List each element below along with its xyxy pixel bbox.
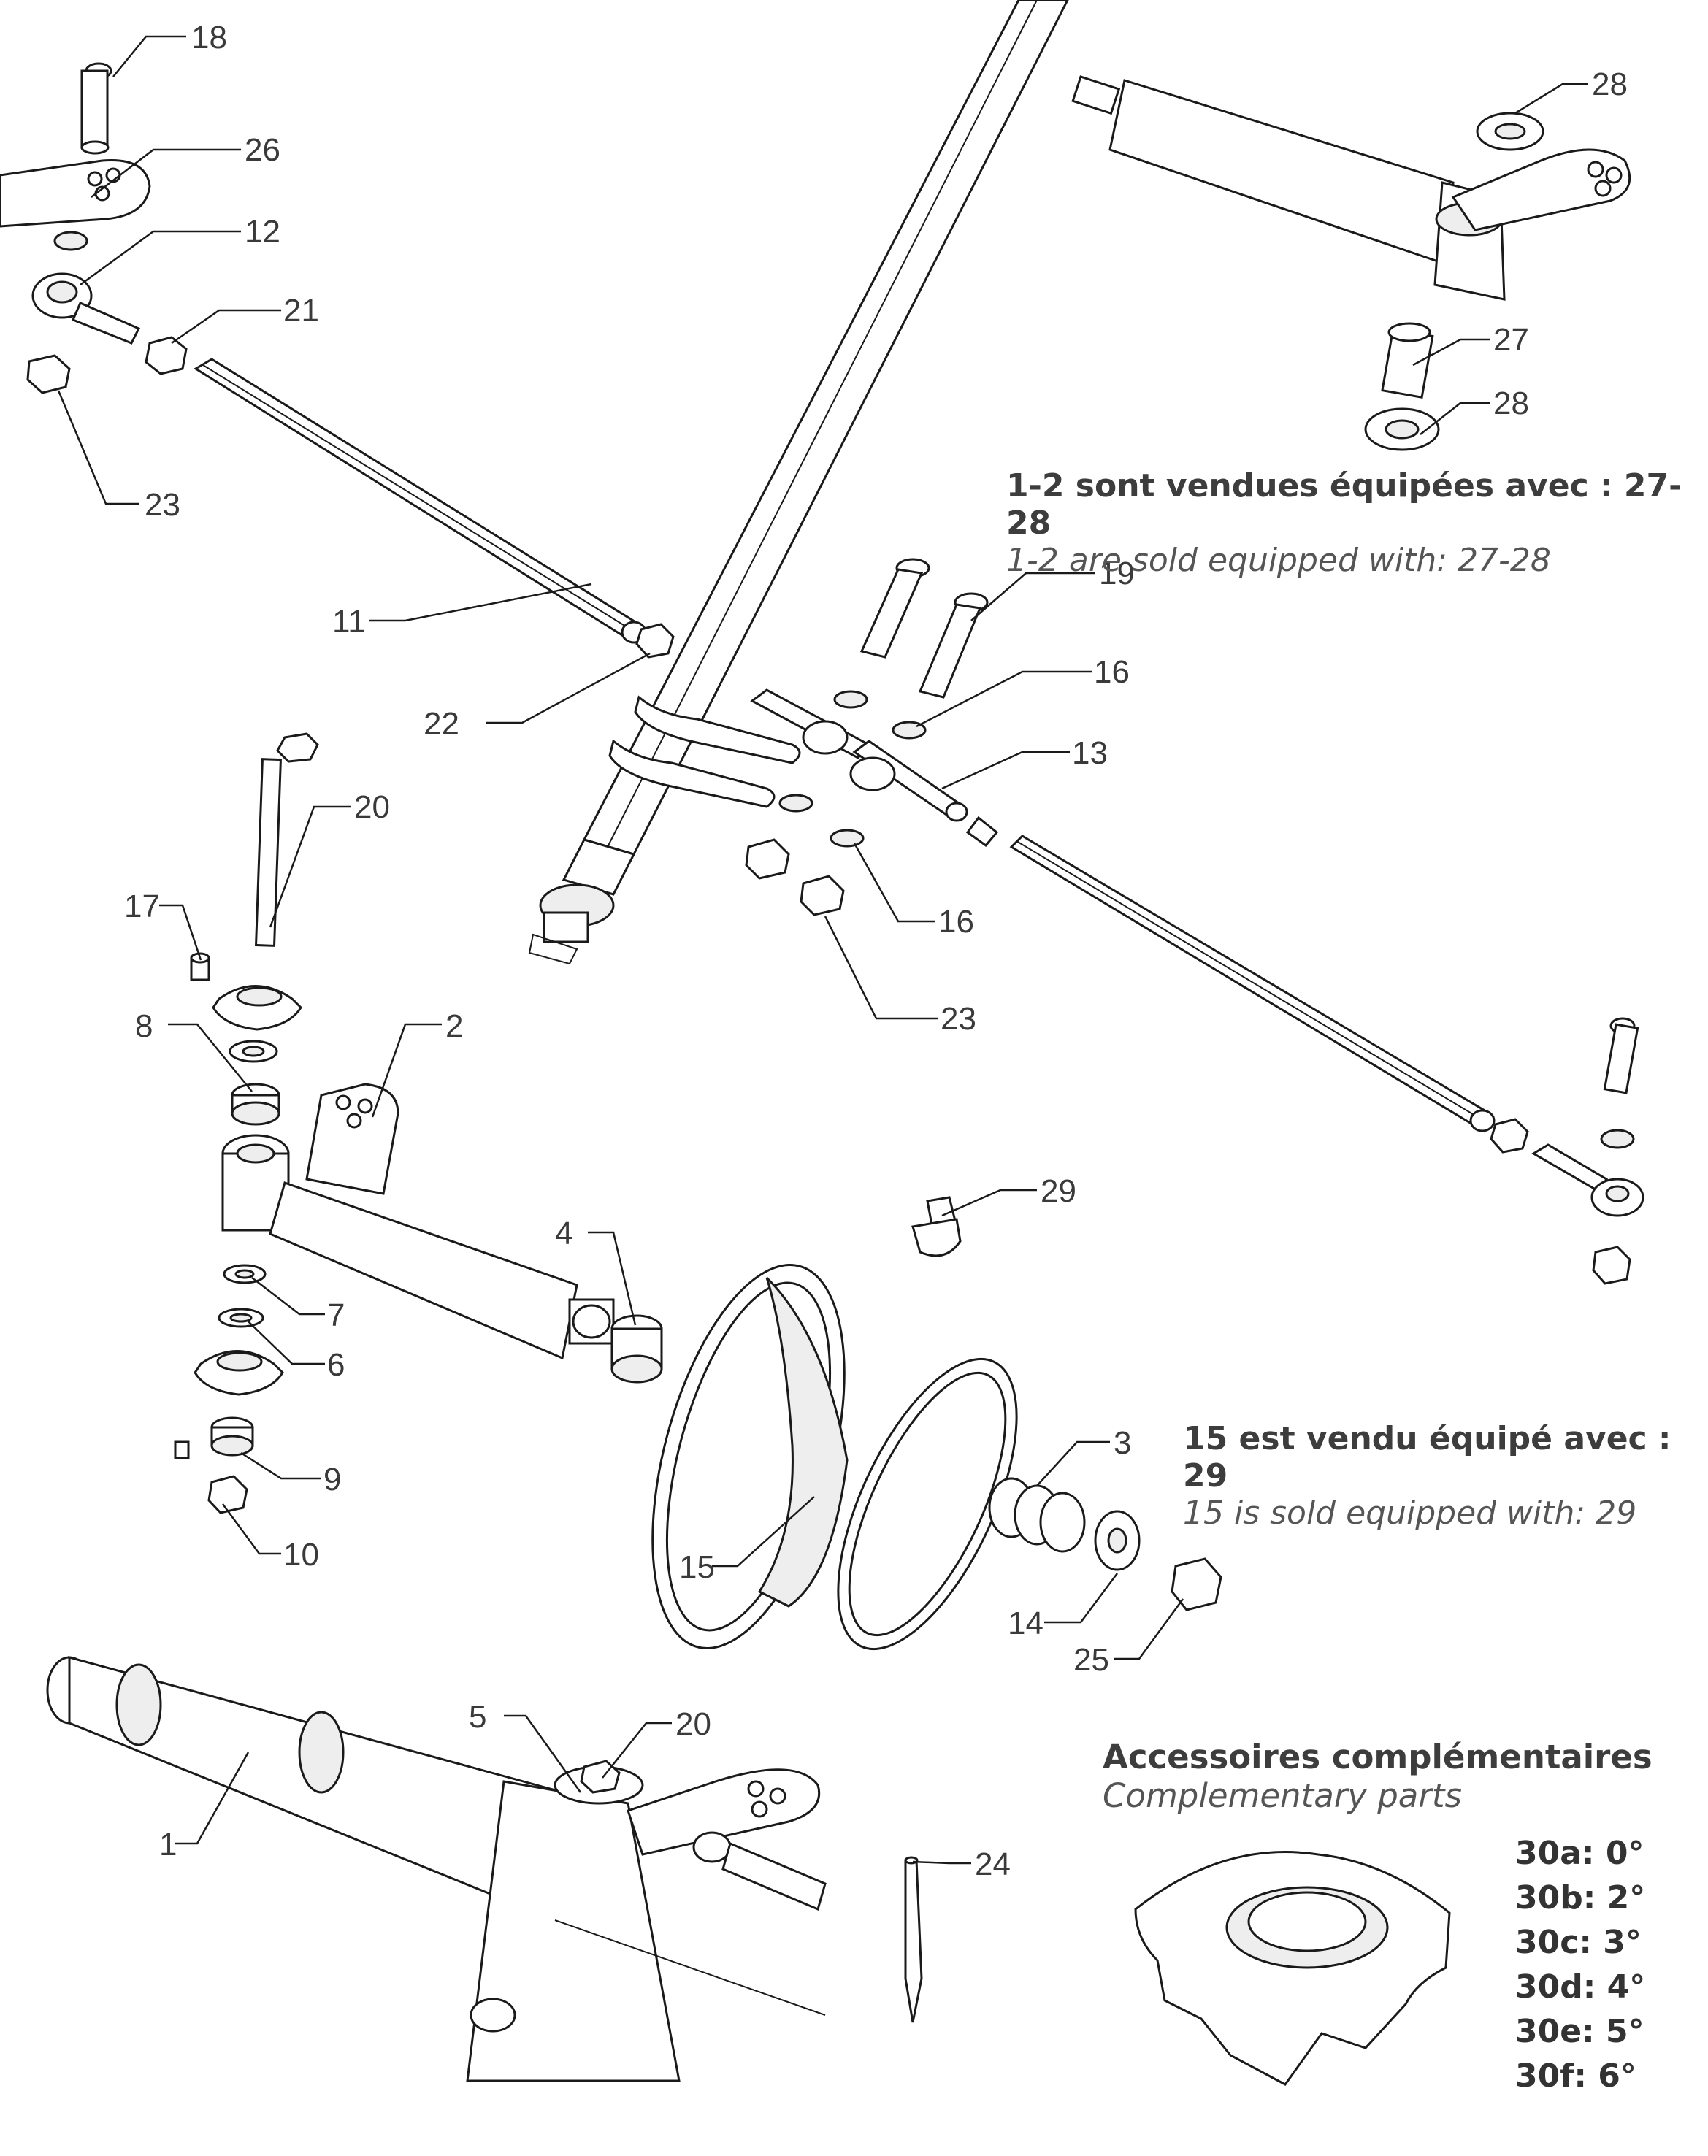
callout-17: 17 (124, 889, 160, 924)
callout-22: 22 (424, 706, 459, 742)
leader-lines (57, 35, 1588, 1865)
bolts-19 (859, 558, 989, 699)
accessories-heading: Accessoires complémentaires Complementar… (1103, 1738, 1653, 1815)
nut-22 (635, 623, 675, 659)
eccentric-30-lower (194, 1350, 284, 1396)
callout-11: 11 (332, 604, 366, 640)
note-wheel-en: 15 is sold equipped with: 29 (1183, 1495, 1637, 1532)
note-steering-fr: 1-2 sont vendues équipées avec : 27-28 (1006, 467, 1682, 542)
rod-end-12 (31, 272, 141, 345)
column-brackets (608, 695, 801, 808)
steering-column (528, 0, 1069, 965)
nut-23-left (26, 354, 71, 394)
callout-3: 3 (1114, 1425, 1131, 1461)
bolt-18 (80, 62, 112, 155)
accessory-item: 30d: 4° (1515, 1968, 1646, 2006)
seal-4 (610, 1314, 663, 1384)
callout-15: 15 (679, 1549, 715, 1585)
callout-25: 25 (1073, 1642, 1109, 1678)
spacer-14 (1094, 1510, 1141, 1571)
tie-rod-11 (194, 358, 647, 644)
eccentric-30-upper (212, 985, 302, 1031)
bushing-9 (174, 1416, 254, 1459)
bearing-28-bottom (1364, 407, 1440, 451)
callout-12: 12 (245, 214, 280, 250)
kingpin-20 (254, 732, 319, 947)
callout-4: 4 (555, 1216, 572, 1251)
washer-7 (223, 1264, 267, 1284)
bearing-28-top (1476, 112, 1544, 151)
nuts-23-middle (745, 838, 845, 916)
callout-16-top: 16 (1094, 654, 1130, 690)
eccentric-30-accessory (1134, 1851, 1451, 2086)
callout-29: 29 (1041, 1173, 1076, 1209)
accessory-item: 30a: 0° (1515, 1835, 1644, 1872)
nut-10 (207, 1475, 248, 1514)
note-steering-en: 1-2 are sold equipped with: 27-28 (1006, 542, 1551, 579)
callout-16-bottom: 16 (938, 904, 974, 940)
callout-20-bottom: 20 (675, 1706, 711, 1742)
callout-28-top: 28 (1592, 66, 1628, 102)
callout-1: 1 (159, 1827, 177, 1862)
note-wheel: 15 est vendu équipé avec : 29 15 is sold… (1183, 1420, 1708, 1532)
accessory-item: 30b: 2° (1515, 1879, 1646, 1917)
washer-upper (229, 1040, 278, 1063)
callout-20-top: 20 (354, 789, 390, 825)
assembled-spindle-1 (46, 1656, 827, 2082)
spindle-top-right (1071, 75, 1631, 301)
accessory-item: 30c: 3° (1515, 1924, 1642, 1961)
note-steering: 1-2 sont vendues équipées avec : 27-28 1… (1006, 467, 1708, 579)
callout-23-middle: 23 (941, 1001, 976, 1037)
callout-5: 5 (469, 1699, 486, 1735)
callout-19: 19 (1099, 556, 1135, 591)
callout-9: 9 (323, 1462, 341, 1497)
grub-screw-17 (190, 952, 210, 981)
callout-24: 24 (975, 1846, 1011, 1882)
accessories-title-fr: Accessoires complémentaires (1103, 1738, 1653, 1776)
bushing-8 (231, 1083, 280, 1126)
callout-10: 10 (283, 1537, 319, 1573)
stub-axle-2 (221, 1083, 615, 1360)
callout-23-left: 23 (145, 487, 180, 523)
washer-6 (218, 1308, 264, 1328)
accessory-item: 30f: 6° (1515, 2057, 1636, 2095)
callout-numbers: 18 26 12 21 23 11 22 28 27 28 19 16 13 1… (124, 20, 1628, 1882)
tie-rod-right (965, 816, 1644, 1285)
pin-24 (904, 1856, 923, 2023)
callout-28-bottom: 28 (1493, 385, 1529, 421)
accessories-list: 30a: 0° 30b: 2° 30c: 3° 30d: 4° 30e: 5° … (1515, 1831, 1645, 2098)
callout-2: 2 (445, 1008, 463, 1044)
callout-13: 13 (1072, 735, 1108, 771)
callout-8: 8 (135, 1008, 153, 1044)
nut-25 (1171, 1557, 1222, 1611)
accessories-title-en: Complementary parts (1103, 1776, 1462, 1815)
callout-21: 21 (283, 293, 319, 329)
seals-3 (988, 1477, 1086, 1553)
valve-29 (911, 1196, 962, 1257)
callout-26: 26 (245, 132, 280, 168)
rim-15 (651, 1264, 1018, 1651)
arm-plate-26 (0, 158, 151, 251)
rod-ends-13 (750, 688, 968, 822)
callout-27: 27 (1493, 322, 1529, 358)
callout-6: 6 (327, 1347, 345, 1383)
callout-18: 18 (191, 20, 227, 55)
note-wheel-fr: 15 est vendu équipé avec : 29 (1183, 1420, 1671, 1495)
accessory-item: 30e: 5° (1515, 2013, 1644, 2050)
callout-14: 14 (1008, 1606, 1043, 1641)
nut-21 (145, 336, 188, 375)
callout-7: 7 (327, 1297, 345, 1333)
spacer-27 (1381, 322, 1434, 399)
